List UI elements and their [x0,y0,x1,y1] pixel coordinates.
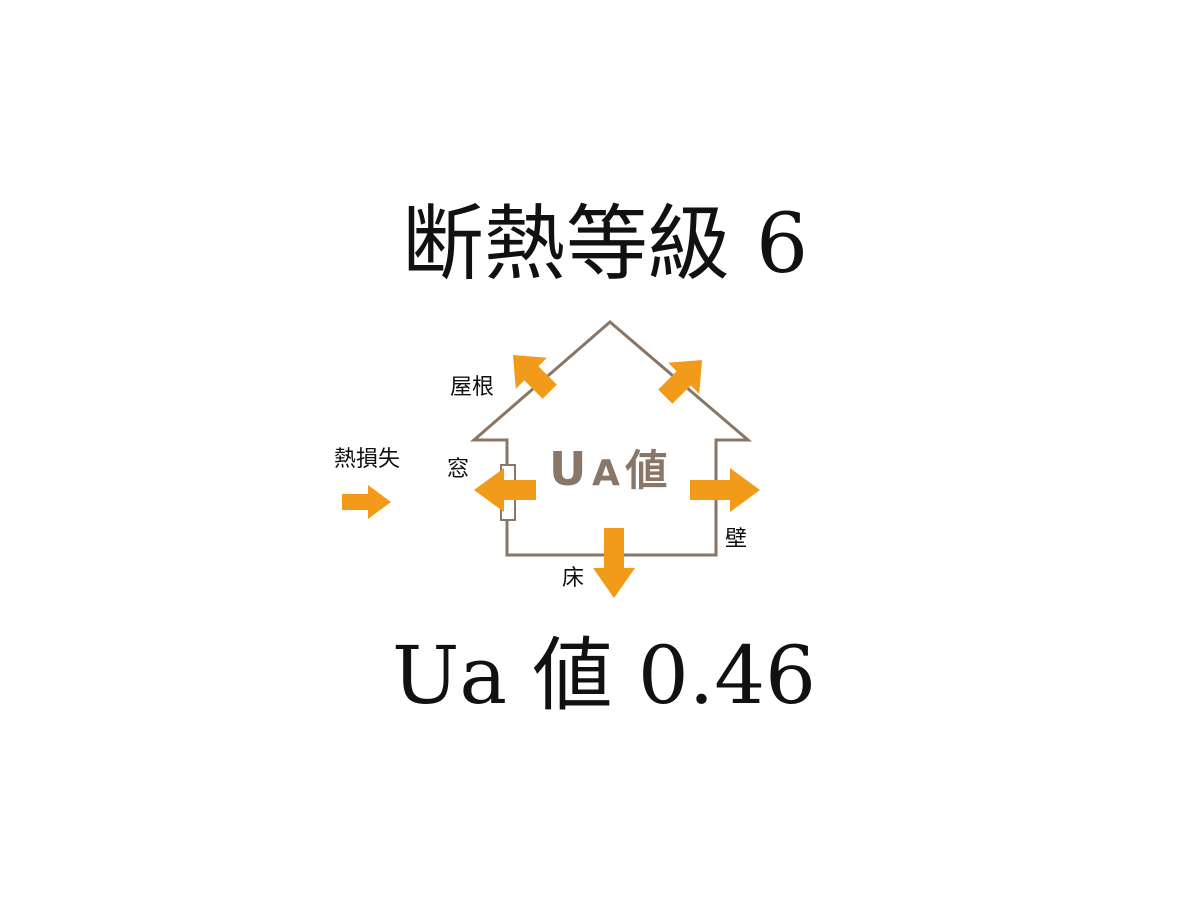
roof-left-arrow-icon [512,354,557,399]
window-arrow-icon [474,468,536,512]
wall-label: 壁 [725,527,747,552]
window-label: 窓 [447,457,469,482]
roof-right-arrow-icon [658,359,703,404]
ua-center-label: U A 値 [549,442,667,496]
roof-label: 屋根 [450,375,494,400]
page-title: 断熱等級 6 [402,197,808,292]
heat-loss-label: 熱損失 [334,447,400,472]
floor-label: 床 [562,566,584,591]
wall-arrow-icon [690,468,760,512]
heat-loss-legend-arrow-icon [342,485,391,519]
floor-arrow-icon [593,528,635,598]
ua-center-label-u: U [549,442,586,496]
ua-value-text: Ua 値 0.46 [392,629,816,722]
ua-center-label-value: 値 [624,446,667,495]
ua-center-label-a: A [592,453,620,494]
